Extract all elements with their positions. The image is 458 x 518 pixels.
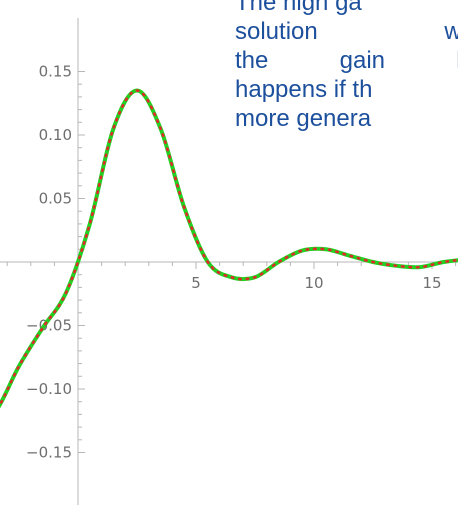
ticks <box>6 71 457 453</box>
body-text-line-2: solution wh <box>235 18 458 45</box>
series-line-dotted <box>0 89 458 408</box>
body-text-line-5: more genera <box>235 105 372 132</box>
y-tick-label: 0.05 <box>39 190 72 208</box>
x-tick-label: 10 <box>304 274 323 292</box>
y-tick-label: 0.15 <box>39 63 72 81</box>
body-text-line-3: the gain le <box>235 47 458 74</box>
body-text-line-4: happens if th <box>235 76 373 103</box>
tick-labels: 5 10 15 0.15 0.10 0.05 −0.05 −0.10 −0.15 <box>26 63 442 462</box>
body-text-line-1: The high ga <box>235 0 362 16</box>
y-tick-label: −0.05 <box>26 317 72 335</box>
y-tick-label: −0.10 <box>26 380 72 398</box>
x-tick-label: 5 <box>191 274 201 292</box>
y-tick-label: 0.10 <box>39 126 72 144</box>
body-text: The high ga solution wh the gain le happ… <box>235 0 458 133</box>
x-tick-label: 15 <box>422 274 441 292</box>
y-tick-label: −0.15 <box>26 444 72 462</box>
curves <box>0 88 458 409</box>
